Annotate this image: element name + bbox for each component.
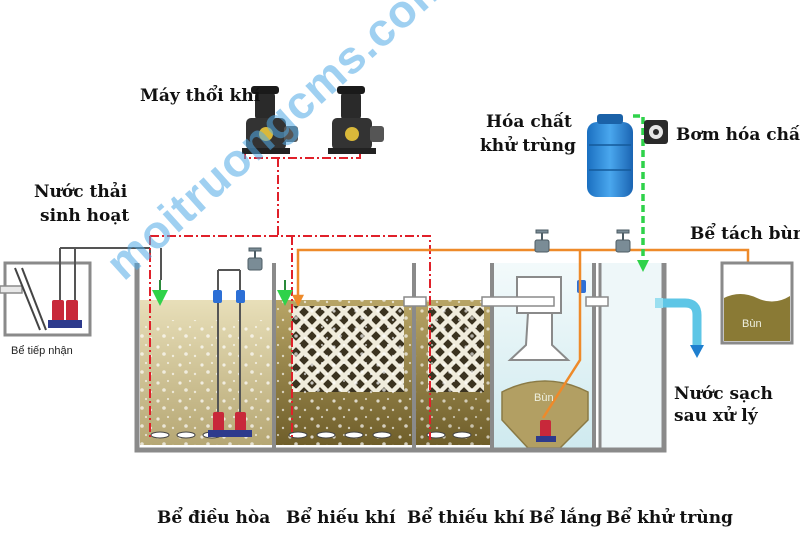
sludge-separation-label: Bùn <box>742 318 762 330</box>
clean-water-label-line2: sau xử lý <box>674 406 758 426</box>
chemical-label-line2: khử trùng <box>480 136 576 156</box>
blower-label: Máy thổi khí <box>140 86 261 106</box>
pump-icon <box>536 420 556 442</box>
tank-label-equalization: Bể điều hòa <box>157 508 271 528</box>
tank-label-aerobic: Bể hiếu khí <box>286 508 396 528</box>
pump-icon <box>48 300 82 328</box>
pump-icon <box>208 412 252 437</box>
valve-icon <box>247 229 631 271</box>
dosing-pump-icon <box>644 120 668 144</box>
inflow-arrows <box>152 280 293 306</box>
dosing-pump-label: Bơm hóa chất <box>676 125 800 145</box>
tank-label-settling: Bể lắng <box>529 508 602 528</box>
chemical-tank <box>587 114 633 197</box>
sludge-separation-tank <box>720 261 794 345</box>
receiving-tank <box>0 247 151 337</box>
sludge-settling-label: Bùn <box>534 392 554 404</box>
tank-label-anoxic: Bể thiếu khí <box>407 508 525 528</box>
receiving-tank-label: Bể tiếp nhận <box>11 345 73 357</box>
clean-water-label-line1: Nước sạch <box>674 384 773 404</box>
blower-icon <box>242 86 298 154</box>
settling-baffle <box>516 276 562 314</box>
wastewater-label-line2: sinh hoạt <box>40 206 130 226</box>
sludge-tank-label: Bể tách bùn <box>690 224 800 244</box>
blower-icon <box>328 86 384 154</box>
outflow-arrow <box>690 345 704 358</box>
main-tank-block <box>134 263 704 453</box>
tank-label-disinfection: Bể khử trùng <box>606 508 733 528</box>
chemical-label-line1: Hóa chất <box>486 112 572 132</box>
chemical-line <box>633 114 649 272</box>
wastewater-label-line1: Nước thải <box>34 182 128 202</box>
inlet-pipe <box>0 285 23 294</box>
